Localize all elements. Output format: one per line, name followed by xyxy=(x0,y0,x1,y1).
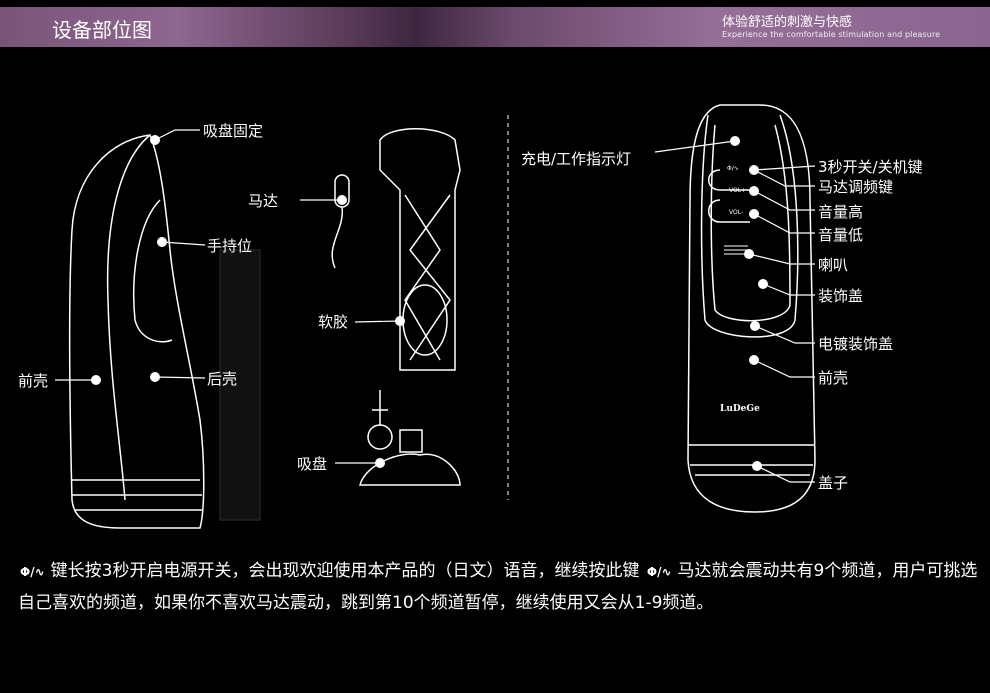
center-sleeve-drawing xyxy=(379,128,461,371)
power-button-label: Φ/∿ xyxy=(727,165,739,172)
label-vol-up: 音量高 xyxy=(818,203,864,221)
suction-cup-drawing xyxy=(359,390,461,486)
label-plated-cover: 电镀装饰盖 xyxy=(818,335,894,353)
instructions-text: Φ/∿ 键长按3秒开启电源开关，会出现欢迎使用本产品的（日文）语音，继续按此键 Φ… xyxy=(18,556,978,619)
label-suction-cup: 吸盘 xyxy=(297,455,328,473)
page-title: 设备部位图 xyxy=(52,18,152,42)
header-banner: 设备部位图 体验舒适的刺激与快感 Experience the comforta… xyxy=(0,7,990,47)
power-icon: Φ/∿ xyxy=(646,565,672,579)
right-device-drawing xyxy=(687,104,816,513)
label-motor-freq-key: 马达调频键 xyxy=(818,178,894,196)
label-vol-down: 音量低 xyxy=(818,226,864,244)
label-speaker: 喇叭 xyxy=(818,256,849,274)
motor-drawing xyxy=(331,174,350,269)
instructions-part2: 马达就会震动共有9个频道，用户可挑选自己喜欢的频道，如果你不喜欢马达震动，跳到第… xyxy=(18,561,978,613)
power-icon: Φ/∿ xyxy=(20,565,45,579)
label-power-key: 3秒开关/关机键 xyxy=(818,158,923,176)
leader-lines xyxy=(55,129,816,483)
label-indicator: 充电/工作指示灯 xyxy=(521,150,632,168)
instructions-part1: 键长按3秒开启电源开关，会出现欢迎使用本产品的（日文）语音，继续按此键 xyxy=(50,561,640,581)
vol-down-button-label: VOL- xyxy=(729,209,744,216)
label-front-shell-right: 前壳 xyxy=(818,369,849,387)
slogan: 体验舒适的刺激与快感 xyxy=(722,15,853,30)
label-back-shell: 后壳 xyxy=(207,370,238,388)
callout-dots xyxy=(91,135,768,471)
label-deco-cover: 装饰盖 xyxy=(818,287,864,305)
slogan-english: Experience the comfortable stimulation a… xyxy=(722,30,941,39)
left-device-drawing xyxy=(68,134,261,529)
label-soft-gel: 软胶 xyxy=(318,313,349,331)
label-front-shell-left: 前壳 xyxy=(18,372,49,390)
label-cap: 盖子 xyxy=(818,474,849,492)
label-grip: 手持位 xyxy=(207,237,253,255)
label-suction-fix: 吸盘固定 xyxy=(203,122,264,140)
label-motor: 马达 xyxy=(248,192,279,210)
brand-logo: LuDeGe xyxy=(720,404,760,414)
vol-up-button-label: VOL+ xyxy=(729,187,747,194)
